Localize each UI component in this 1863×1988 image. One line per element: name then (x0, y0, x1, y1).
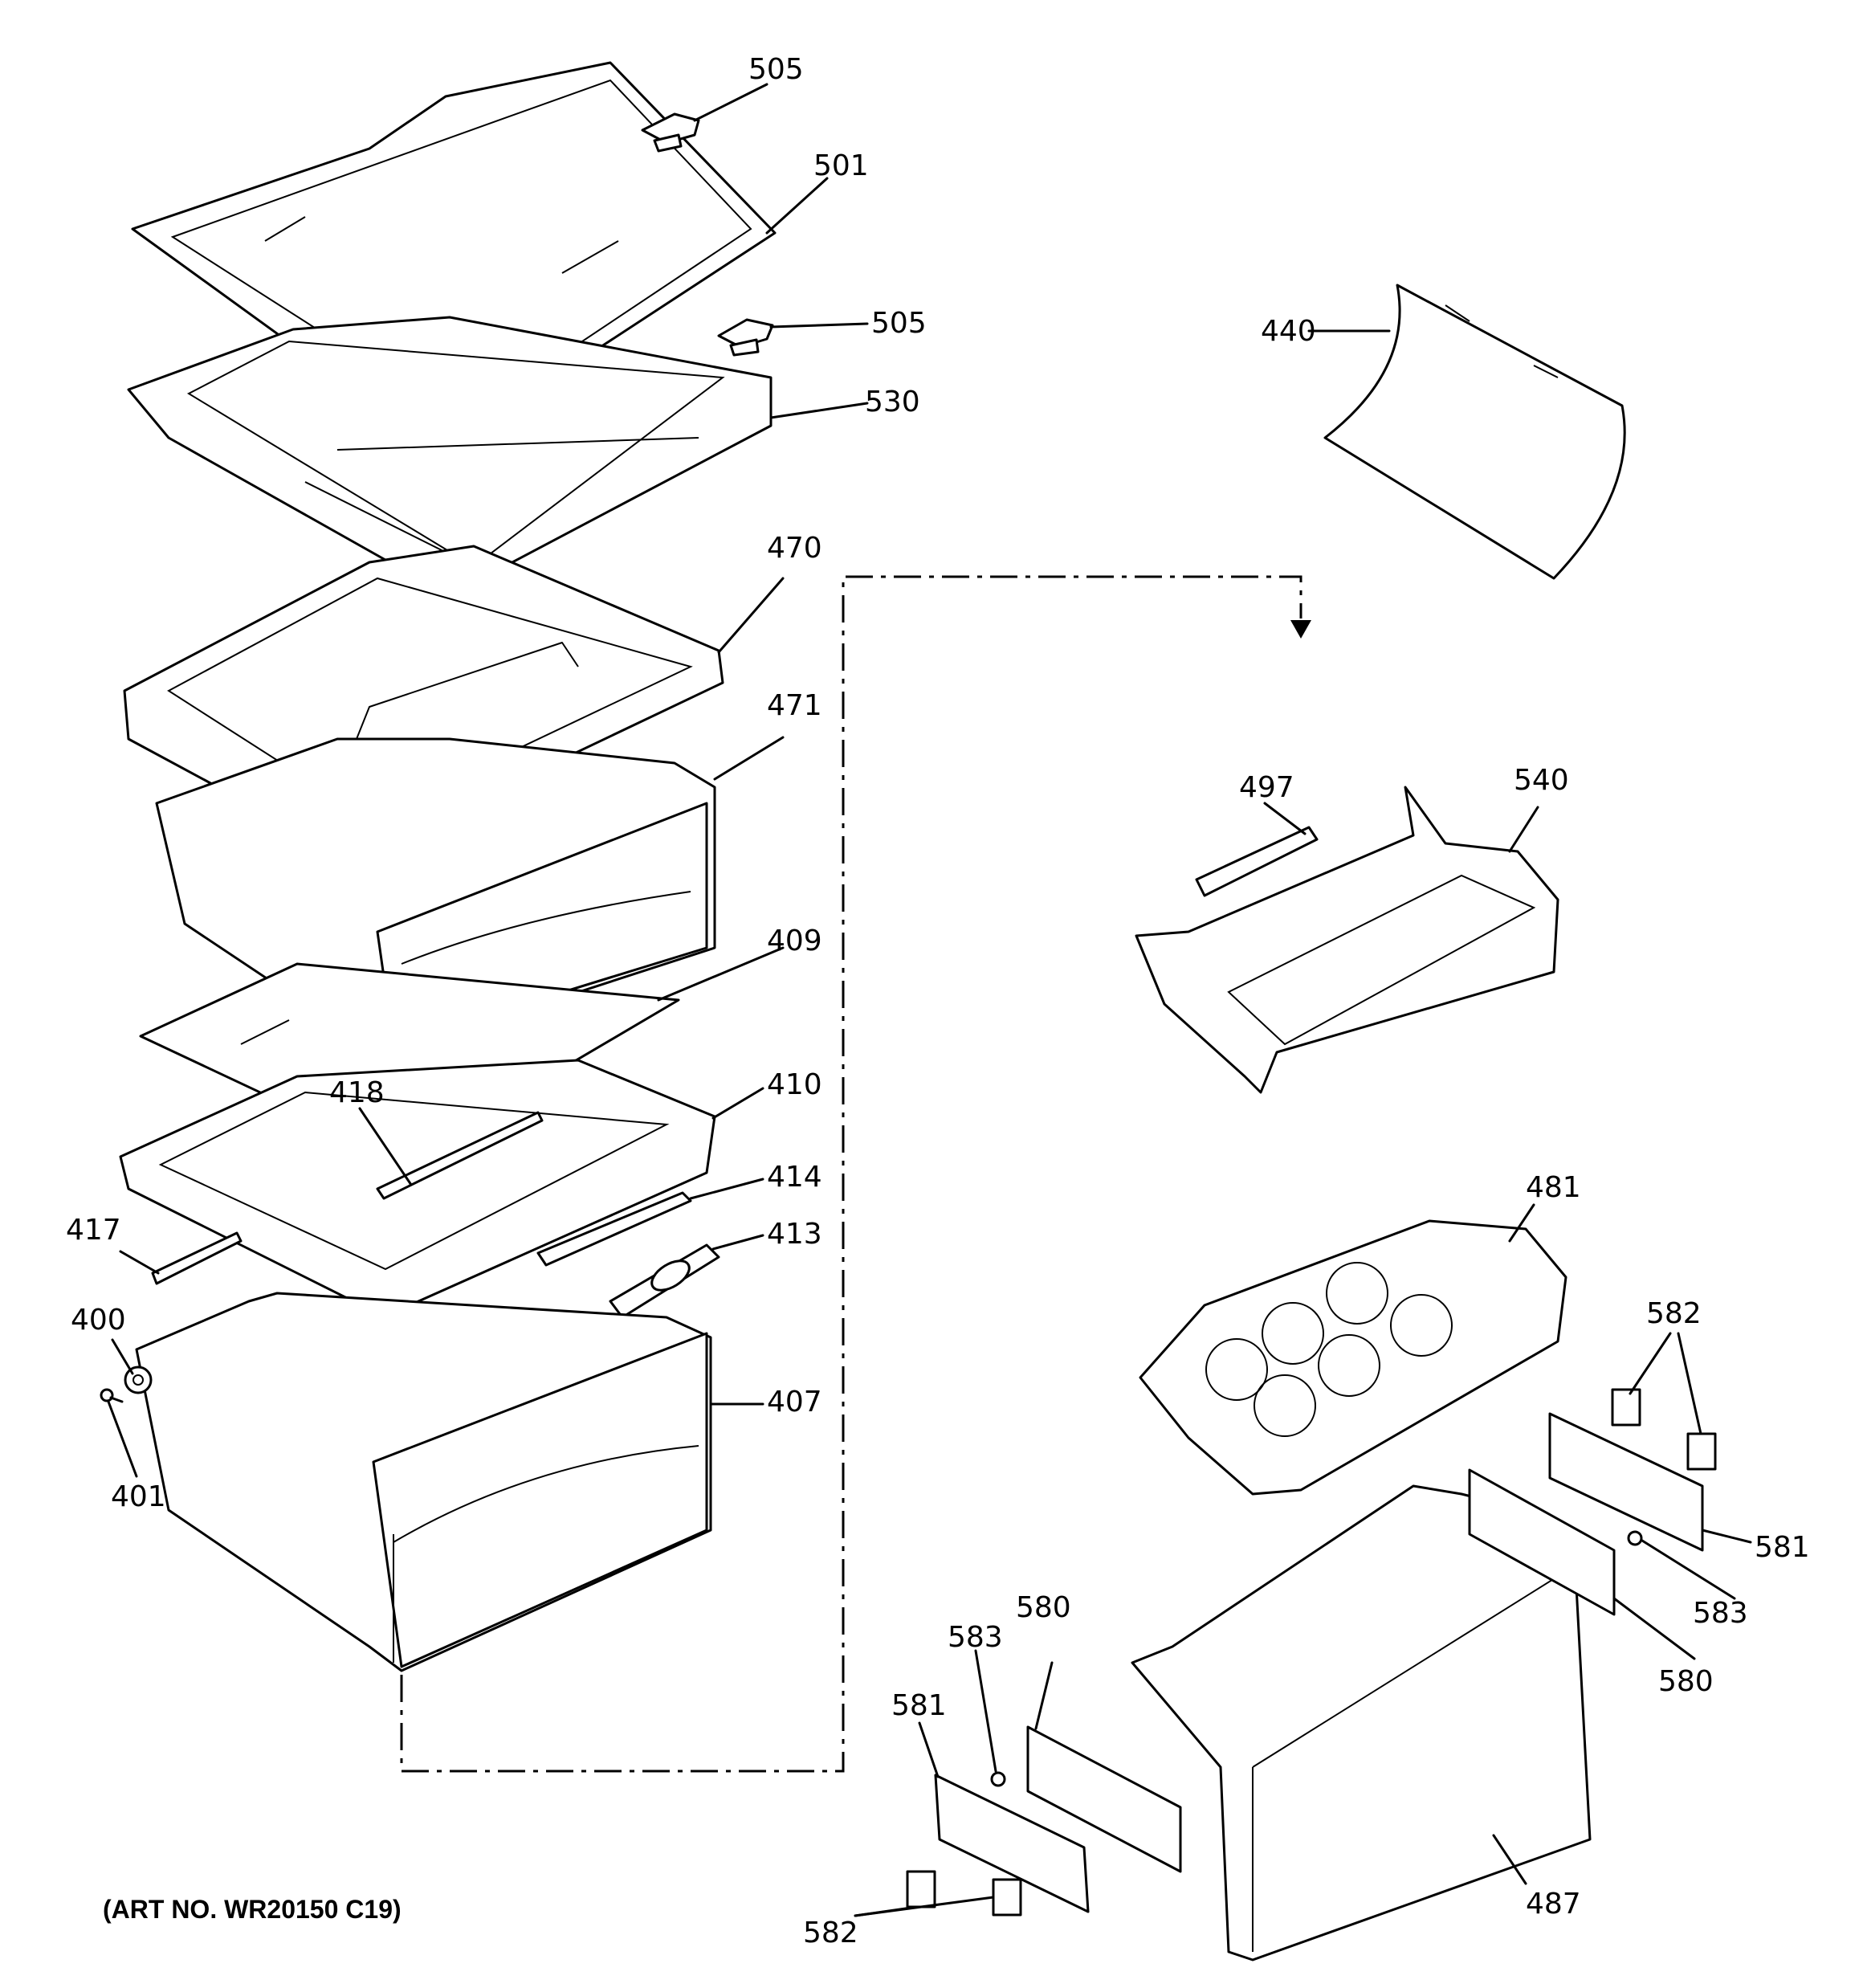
callout-582-right: 582 (1646, 1297, 1702, 1330)
part-582-stop-left-b[interactable] (992, 1878, 1022, 1917)
part-582-stop-left-a[interactable] (906, 1870, 936, 1908)
part-540-meat-pan-cover[interactable] (1135, 786, 1559, 1094)
callout-505-top: 505 (748, 53, 804, 86)
callout-580-right: 580 (1658, 1665, 1714, 1698)
callout-487: 487 (1526, 1888, 1581, 1921)
callout-407: 407 (767, 1386, 822, 1419)
part-505-shelf-clip-top[interactable] (641, 112, 700, 153)
part-418-cover-strip[interactable] (376, 1111, 544, 1200)
callout-400: 400 (71, 1304, 126, 1337)
part-497-strip[interactable] (1195, 826, 1319, 897)
callout-401: 401 (111, 1480, 166, 1513)
part-580-slide-rail-right[interactable] (1468, 1468, 1616, 1616)
callout-417: 417 (66, 1214, 121, 1247)
part-582-stop-right-a[interactable] (1611, 1388, 1641, 1427)
callout-413: 413 (767, 1218, 822, 1251)
callout-583-right: 583 (1693, 1597, 1748, 1630)
callout-471: 471 (767, 689, 822, 722)
leader-lines (107, 83, 1752, 1917)
art-number: (ART NO. WR20150 C19) (103, 1895, 402, 1924)
part-505-shelf-clip-lower[interactable] (717, 318, 774, 357)
callout-481: 481 (1526, 1171, 1581, 1204)
callout-540: 540 (1514, 764, 1569, 797)
callout-409: 409 (767, 925, 822, 957)
part-583-screw-right[interactable] (1627, 1530, 1643, 1546)
assembly-guide-arrow (1290, 620, 1311, 639)
callout-440: 440 (1261, 315, 1316, 348)
callout-582-left: 582 (803, 1917, 858, 1949)
callout-583-left: 583 (948, 1621, 1003, 1654)
callout-581-left: 581 (891, 1689, 947, 1722)
callout-470: 470 (767, 532, 822, 565)
part-413-humidity-control[interactable] (609, 1243, 720, 1319)
part-440-crisper-cover-panel[interactable] (1323, 284, 1626, 580)
callout-530: 530 (865, 386, 920, 418)
part-401-screw[interactable] (100, 1388, 124, 1403)
part-407-crisper-drawer[interactable] (135, 1292, 712, 1672)
callout-580-left: 580 (1016, 1591, 1071, 1624)
callout-505-lower: 505 (871, 307, 927, 340)
part-581-rail-right[interactable] (1548, 1412, 1704, 1552)
callout-418: 418 (329, 1076, 385, 1109)
part-481-tray[interactable] (1139, 1219, 1567, 1496)
part-400-roller[interactable] (124, 1365, 153, 1394)
part-583-screw-left[interactable] (990, 1771, 1006, 1787)
callout-501: 501 (813, 149, 869, 182)
callout-410: 410 (767, 1068, 822, 1101)
assembly-guide-line (400, 575, 1302, 1773)
callout-414: 414 (767, 1161, 822, 1194)
part-530-shelf-frame[interactable] (127, 316, 773, 600)
part-580-slide-rail-left[interactable] (1026, 1725, 1182, 1873)
part-582-stop-right-b[interactable] (1686, 1432, 1717, 1471)
part-417-rod[interactable] (151, 1231, 243, 1285)
part-581-rail-left[interactable] (934, 1774, 1090, 1913)
callout-497: 497 (1239, 771, 1294, 804)
callout-581-right: 581 (1755, 1531, 1810, 1564)
part-414-humidity-slider[interactable] (536, 1191, 692, 1267)
